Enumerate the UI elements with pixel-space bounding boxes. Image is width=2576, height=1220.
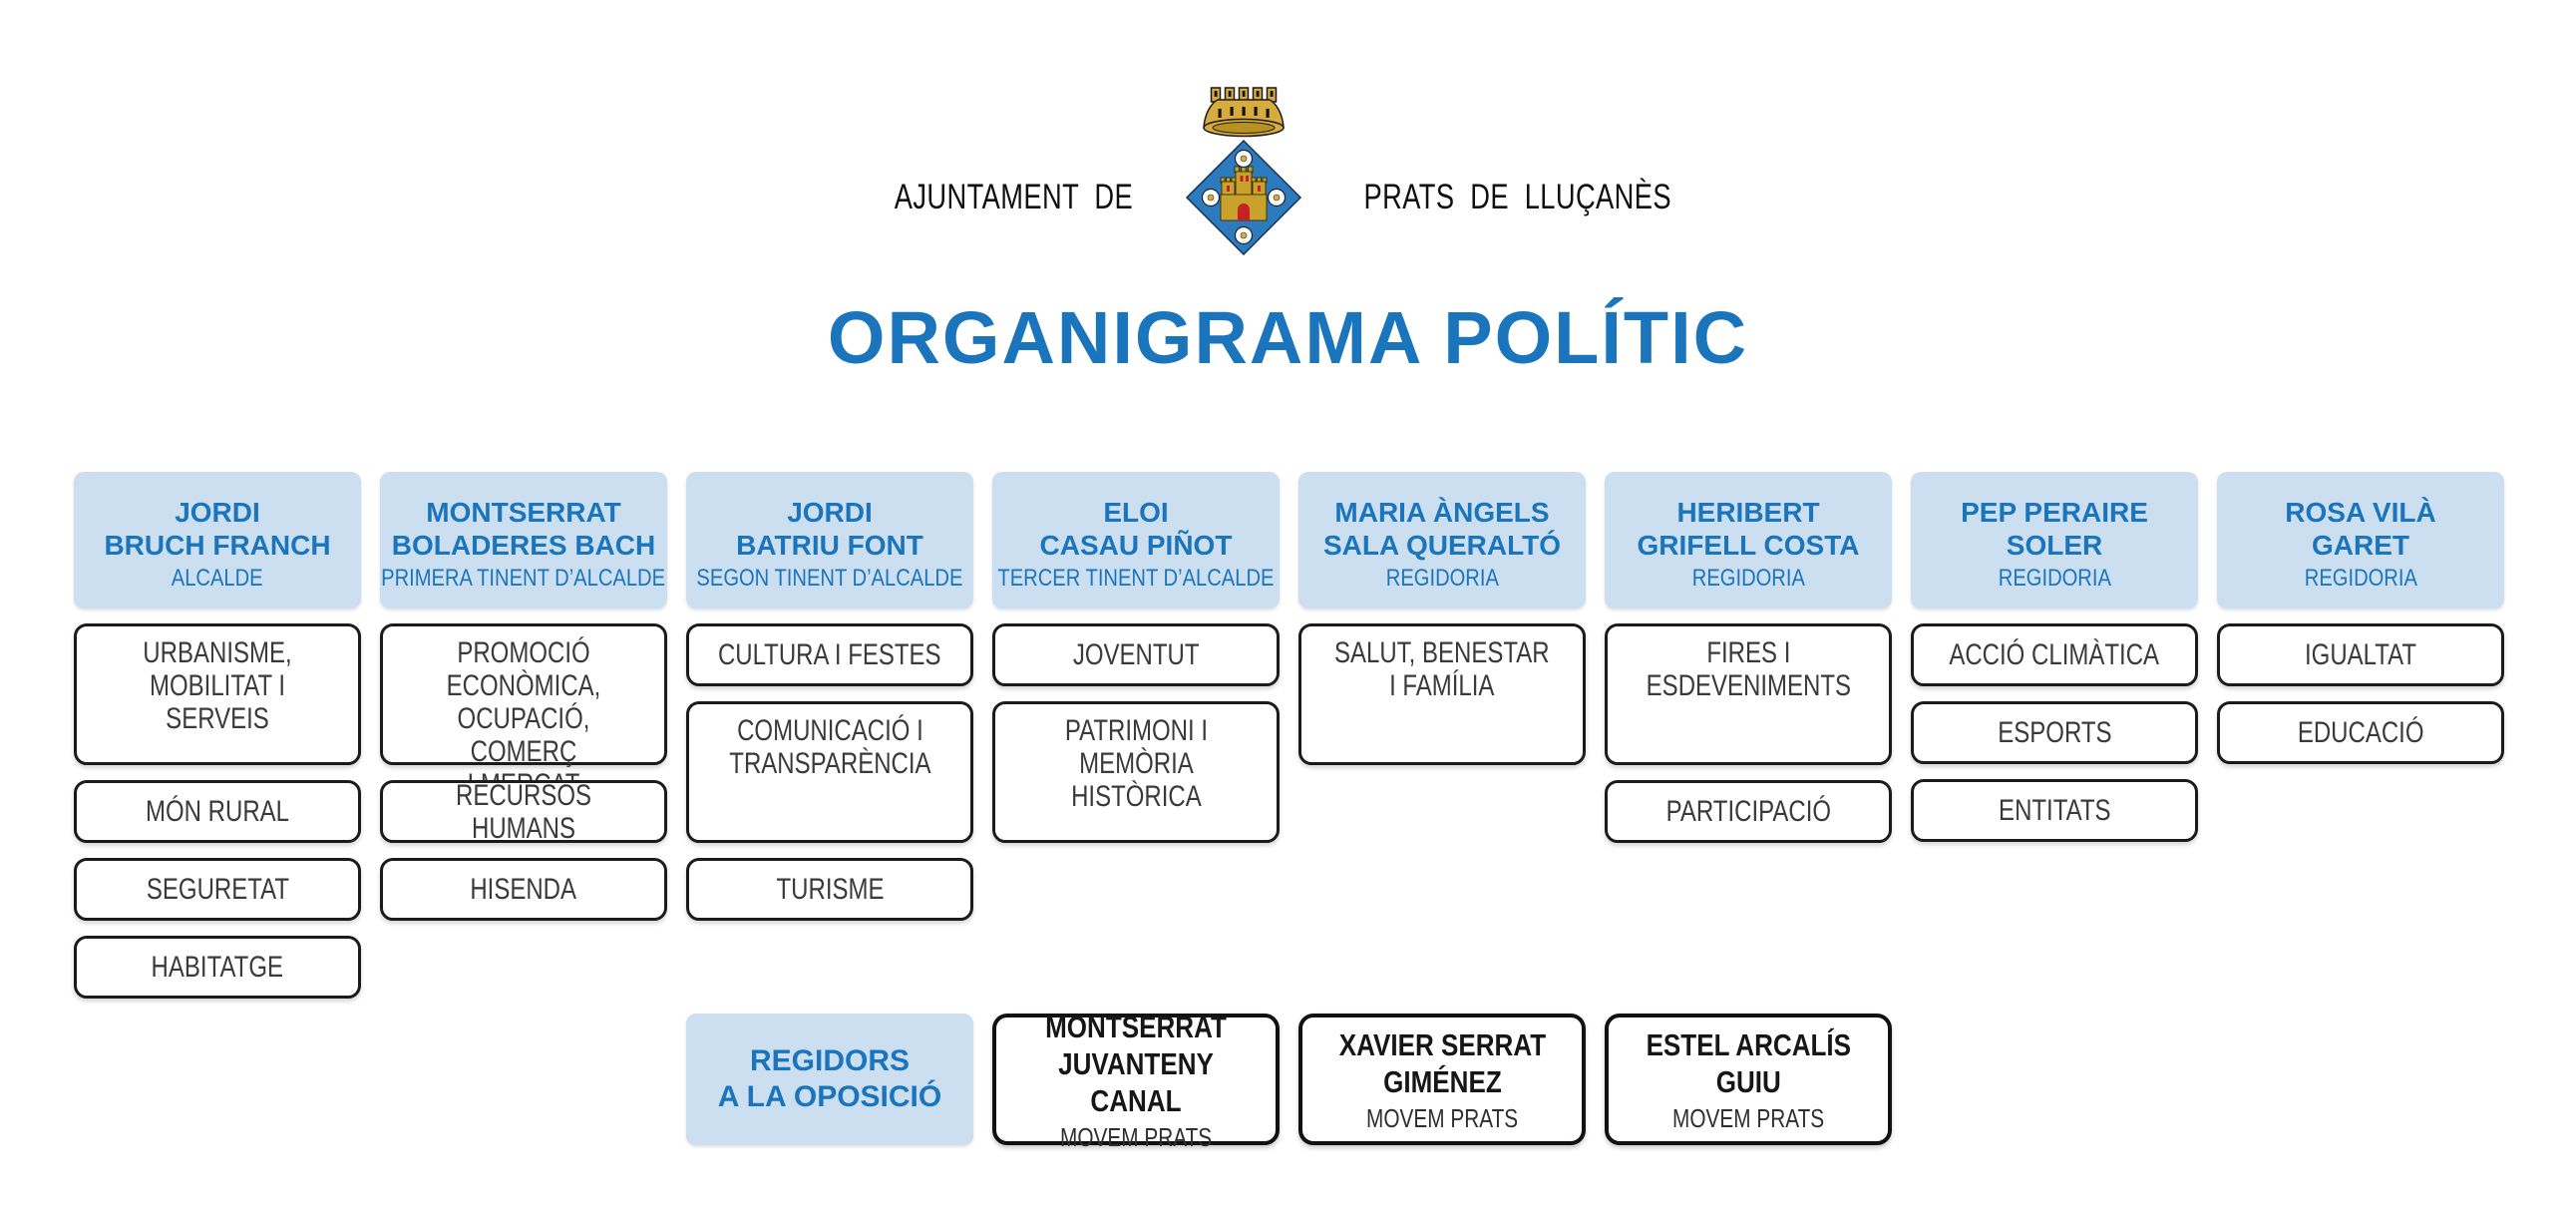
person-name: JORDI BATRIU FONT (736, 497, 923, 561)
department-label: ENTITATS (1998, 794, 2111, 827)
person-card: HERIBERT GRIFELL COSTA REGIDORIA (1605, 472, 1892, 609)
department-box: COMUNICACIÓ I TRANSPARÈNCIA (686, 701, 973, 843)
department-label: MÓN RURAL (145, 795, 289, 828)
coat-of-arms-icon (1186, 87, 1302, 255)
department-box: FIRES I ESDEVENIMENTS (1605, 623, 1892, 765)
department-box: JOVENTUT (992, 623, 1280, 686)
person-role-label: SEGON TINENT D’ALCALDE (696, 565, 963, 592)
department-label: IGUALTAT (2304, 638, 2416, 671)
department-box: ESPORTS (1911, 701, 2198, 764)
department-box: PARTICIPACIÓ (1605, 780, 1892, 843)
person-role: PRIMERA TINENT D’ALCALDE (354, 565, 692, 593)
member-party: MOVEM PRATS (1059, 1121, 1213, 1152)
opposition-header-card: REGIDORS A LA OPOSICIÓ (686, 1014, 973, 1145)
department-label: ESPORTS (1997, 716, 2112, 749)
person-role-label: PRIMERA TINENT D’ALCALDE (381, 565, 666, 592)
person-role: SEGON TINENT D’ALCALDE (671, 565, 988, 593)
opposition-header-label: REGIDORS A LA OPOSICIÓ (717, 1044, 942, 1113)
person-role: REGIDORIA (1375, 565, 1510, 593)
department-box: EDUCACIÓ (2217, 701, 2504, 764)
department-label: HABITATGE (151, 951, 284, 984)
person-name: MARIA ÀNGELS SALA QUERALTÓ (1323, 497, 1561, 561)
person-name: JORDI BRUCH FRANCH (104, 497, 331, 561)
department-box: HABITATGE (74, 936, 361, 999)
department-box: SALUT, BENESTAR I FAMÍLIA (1298, 623, 1586, 765)
member-name: XAVIER SERRAT GIMÉNEZ (1338, 1027, 1546, 1099)
person-name: ROSA VILÀ GARET (2285, 497, 2436, 561)
person-card: PEP PERAIRE SOLER REGIDORIA (1911, 472, 2198, 609)
department-box: ACCIÓ CLIMÀTICA (1911, 623, 2198, 686)
department-box: PATRIMONI I MEMÒRIA HISTÒRICA (992, 701, 1280, 843)
department-label: CULTURA I FESTES (718, 638, 941, 671)
department-label: COMUNICACIÓ I TRANSPARÈNCIA (728, 714, 931, 780)
department-label: EDUCACIÓ (2297, 716, 2424, 749)
person-role-label: REGIDORIA (1998, 565, 2111, 592)
member-party: MOVEM PRATS (1671, 1103, 1825, 1133)
department-label: JOVENTUT (1072, 638, 1200, 671)
member-name: ESTEL ARCALÍS GUIU (1646, 1027, 1851, 1099)
department-box: RECURSOS HUMANS (380, 778, 667, 845)
person-role: REGIDORIA (1988, 565, 2122, 593)
person-name: PEP PERAIRE SOLER (1961, 497, 2148, 561)
department-box: MÓN RURAL (74, 780, 361, 843)
department-box: TURISME (686, 858, 973, 921)
person-role-label: ALCALDE (172, 565, 263, 592)
person-role-label: REGIDORIA (2304, 565, 2417, 592)
person-role: REGIDORIA (2294, 565, 2428, 593)
person-card: JORDI BATRIU FONT SEGON TINENT D’ALCALDE (686, 472, 973, 609)
department-box: IGUALTAT (2217, 623, 2504, 686)
person-card: ELOI CASAU PIÑOT TERCER TINENT D’ALCALDE (992, 472, 1280, 609)
person-card: MONTSERRAT BOLADERES BACH PRIMERA TINENT … (380, 472, 667, 609)
logo-left-text: AJUNTAMENT DE (895, 178, 1134, 216)
department-box: URBANISME, MOBILITAT I SERVEIS (74, 623, 361, 765)
person-name: MONTSERRAT BOLADERES BACH (391, 497, 656, 561)
department-box: PROMOCIÓ ECONÒMICA, OCUPACIÓ, COMERÇ I M… (380, 623, 667, 801)
person-name: HERIBERT GRIFELL COSTA (1637, 497, 1860, 561)
person-name: ELOI CASAU PIÑOT (1039, 497, 1233, 561)
department-label: PATRIMONI I MEMÒRIA HISTÒRICA (1064, 714, 1208, 813)
department-label: SEGURETAT (146, 873, 289, 906)
department-label: ACCIÓ CLIMÀTICA (1949, 638, 2160, 671)
department-box: HISENDA (380, 858, 667, 921)
page-title: ORGANIGRAMA POLÍTIC (827, 296, 1749, 379)
department-label: PROMOCIÓ ECONÒMICA, OCUPACIÓ, COMERÇ I M… (446, 636, 601, 801)
person-role-label: TERCER TINENT D’ALCALDE (997, 565, 1275, 592)
opposition-member-card: ESTEL ARCALÍS GUIU MOVEM PRATS (1605, 1014, 1892, 1145)
person-role-label: REGIDORIA (1385, 565, 1499, 592)
department-label: TURISME (776, 873, 884, 906)
department-label: FIRES I ESDEVENIMENTS (1646, 636, 1851, 702)
department-label: HISENDA (470, 873, 577, 906)
member-name: MONTSERRAT JUVANTENY CANAL (1045, 1009, 1227, 1118)
municipality-logo: AJUNTAMENT DE (0, 84, 2576, 255)
department-box: SEGURETAT (74, 858, 361, 921)
department-label: SALUT, BENESTAR I FAMÍLIA (1334, 636, 1550, 702)
department-label: URBANISME, MOBILITAT I SERVEIS (143, 636, 292, 735)
person-card: MARIA ÀNGELS SALA QUERALTÓ REGIDORIA (1298, 472, 1586, 609)
department-box: CULTURA I FESTES (686, 623, 973, 686)
department-label: PARTICIPACIÓ (1665, 795, 1831, 828)
person-role: REGIDORIA (1681, 565, 1816, 593)
department-label: RECURSOS HUMANS (455, 778, 592, 845)
department-box: ENTITATS (1911, 779, 2198, 842)
person-card: ROSA VILÀ GARET REGIDORIA (2217, 472, 2504, 609)
person-role: ALCALDE (163, 565, 271, 593)
person-role-label: REGIDORIA (1691, 565, 1805, 592)
opposition-member-card: XAVIER SERRAT GIMÉNEZ MOVEM PRATS (1298, 1014, 1586, 1145)
logo-right-text: PRATS DE LLUÇANÈS (1363, 178, 1672, 216)
person-role: TERCER TINENT D’ALCALDE (971, 565, 1300, 593)
member-party: MOVEM PRATS (1365, 1103, 1519, 1133)
person-card: JORDI BRUCH FRANCH ALCALDE (74, 472, 361, 609)
